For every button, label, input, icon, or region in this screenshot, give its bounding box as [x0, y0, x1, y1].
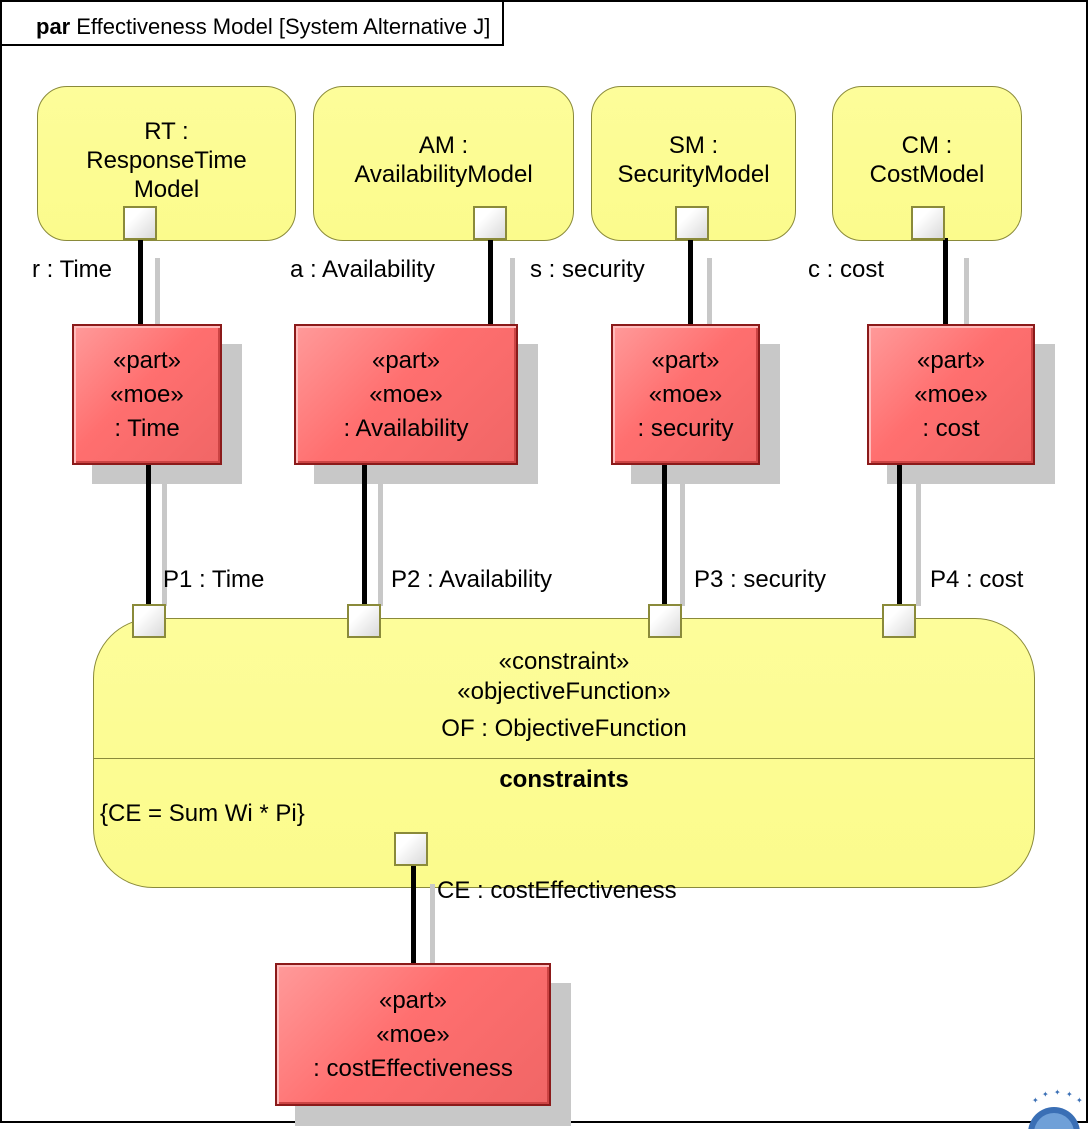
constraint-stereo1: «constraint»: [498, 648, 630, 675]
port-sm[interactable]: [675, 206, 709, 240]
part-cost[interactable]: «part» «moe» : cost: [867, 324, 1035, 465]
svg-text:✦: ✦: [1042, 1090, 1049, 1099]
wire-shadow-p3: [680, 484, 685, 606]
port-p1[interactable]: [132, 604, 166, 638]
wire-r: [138, 238, 143, 326]
svg-text:✦: ✦: [1054, 1089, 1061, 1097]
param-label-p3: P3 : security: [694, 566, 827, 593]
param-label-p1: P1 : Time: [163, 566, 265, 593]
part-availability-name: : Availability: [343, 415, 469, 442]
svg-text:✦: ✦: [1032, 1096, 1039, 1105]
wire-p4: [897, 465, 902, 606]
part-ce-stereo2: «moe»: [376, 1021, 450, 1048]
wire-shadow-r: [155, 258, 160, 326]
model-am-line2: AvailabilityModel: [354, 161, 533, 188]
port-ce[interactable]: [394, 832, 428, 866]
model-rt-line2: ResponseTime: [86, 147, 247, 174]
output-label-ce: CE : costEffectiveness: [437, 877, 677, 904]
wire-shadow-p2: [378, 484, 383, 606]
svg-text:✦: ✦: [1066, 1090, 1073, 1099]
model-rt-line3: Model: [133, 176, 200, 203]
connector-label-s: s : security: [530, 256, 645, 283]
model-block-am[interactable]: AM : AvailabilityModel: [313, 86, 574, 241]
port-p3[interactable]: [648, 604, 682, 638]
connector-label-a: a : Availability: [290, 256, 435, 283]
frame-title: Effectiveness Model [System Alternative …: [76, 14, 491, 39]
part-security[interactable]: «part» «moe» : security: [611, 324, 760, 465]
port-cm[interactable]: [911, 206, 945, 240]
wire-a: [488, 238, 493, 326]
wire-s: [688, 238, 693, 326]
part-cost-stereo1: «part»: [916, 347, 986, 374]
part-security-stereo1: «part»: [651, 347, 720, 374]
wire-shadow-a: [510, 258, 515, 326]
wire-shadow-p4: [916, 484, 921, 606]
constraints-compartment-title: constraints: [499, 766, 629, 793]
model-block-rt[interactable]: RT : ResponseTime Model: [37, 86, 296, 241]
connector-label-c: c : cost: [808, 256, 885, 283]
wire-p2: [362, 465, 367, 606]
compartment-divider: [94, 758, 1034, 759]
wire-shadow-ce: [430, 884, 435, 964]
vendor-logo-icon: ✦✦✦ ✦✦: [1028, 1089, 1083, 1129]
model-am-line1: AM :: [418, 132, 469, 159]
wire-p1: [146, 465, 151, 606]
part-time-name: : Time: [114, 415, 180, 442]
wire-ce: [411, 866, 416, 964]
part-availability-stereo1: «part»: [371, 347, 441, 374]
part-availability-stereo2: «moe»: [369, 381, 443, 408]
model-sm-line1: SM :: [668, 132, 719, 159]
part-ce-stereo1: «part»: [378, 987, 448, 1014]
wire-shadow-s: [707, 258, 712, 326]
port-p4[interactable]: [882, 604, 916, 638]
model-rt-line1: RT :: [144, 118, 189, 145]
constraint-stereo2: «objectiveFunction»: [457, 678, 671, 705]
param-label-p4: P4 : cost: [930, 566, 1024, 593]
model-sm-line2: SecurityModel: [617, 161, 770, 188]
part-time[interactable]: «part» «moe» : Time: [72, 324, 222, 465]
model-cm-line1: CM :: [901, 132, 953, 159]
svg-text:✦: ✦: [1076, 1096, 1083, 1105]
part-cost-name: : cost: [922, 415, 980, 442]
part-time-stereo2: «moe»: [110, 381, 184, 408]
wire-shadow-c: [964, 258, 969, 326]
wire-shadow-p1: [162, 484, 167, 606]
model-cm-line2: CostModel: [869, 161, 985, 188]
part-ce-name: : costEffectiveness: [313, 1055, 513, 1082]
param-label-p2: P2 : Availability: [391, 566, 552, 593]
constraint-name: OF : ObjectiveFunction: [441, 715, 687, 742]
part-security-name: : security: [637, 415, 734, 442]
port-rt[interactable]: [123, 206, 157, 240]
constraint-expression: {CE = Sum Wi * Pi}: [100, 800, 305, 827]
connector-label-r: r : Time: [32, 256, 113, 283]
port-am[interactable]: [473, 206, 507, 240]
part-security-stereo2: «moe»: [648, 381, 723, 408]
wire-c: [943, 238, 948, 326]
part-cost-stereo2: «moe»: [914, 381, 988, 408]
constraint-block[interactable]: «constraint» «objectiveFunction» OF : Ob…: [93, 618, 1035, 888]
part-cost-effectiveness[interactable]: «part» «moe» : costEffectiveness: [275, 963, 551, 1106]
part-availability[interactable]: «part» «moe» : Availability: [294, 324, 518, 465]
part-time-stereo1: «part»: [112, 347, 182, 374]
frame-corner: [2, 2, 20, 46]
constraint-header: «constraint» «objectiveFunction» OF : Ob…: [94, 647, 1034, 744]
port-p2[interactable]: [347, 604, 381, 638]
frame-keyword: par: [36, 14, 71, 39]
wire-p3: [662, 465, 667, 606]
